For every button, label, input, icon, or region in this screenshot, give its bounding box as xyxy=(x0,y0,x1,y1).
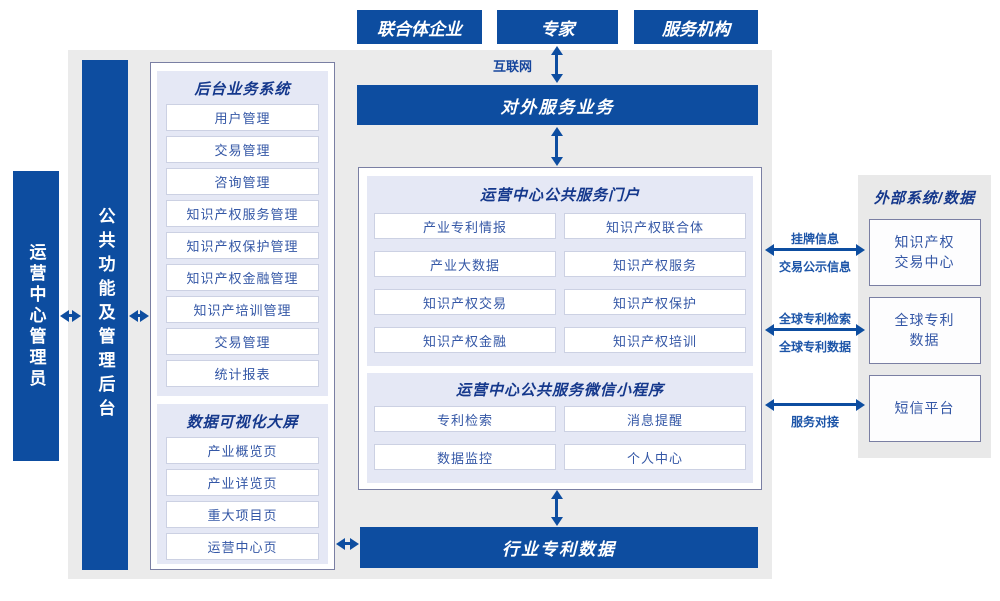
industry-patent-data-bar: 行业专利数据 xyxy=(360,527,758,568)
mini-program-item: 数据监控 xyxy=(374,444,556,470)
public-portal-panel: 运营中心公共服务门户 产业专利情报 知识产权联合体 产业大数据 知识产权服务 知… xyxy=(367,176,753,366)
backend-item: 知识产权保护管理 xyxy=(166,232,319,259)
double-arrow-global-patent-icon xyxy=(773,328,857,331)
backend-item: 交易管理 xyxy=(166,328,319,355)
actor-expert: 专家 xyxy=(497,10,618,44)
actor-service-agency: 服务机构 xyxy=(634,10,758,44)
double-arrow-service-connection-icon xyxy=(773,403,857,406)
external-system-global-patent-data: 全球专利 数据 xyxy=(868,297,981,364)
backend-system-panel: 后台业务系统 用户管理 交易管理 咨询管理 知识产权服务管理 知识产权保护管理 … xyxy=(157,71,328,396)
portal-item: 知识产权联合体 xyxy=(564,213,746,239)
backend-system-list: 用户管理 交易管理 咨询管理 知识产权服务管理 知识产权保护管理 知识产权金融管… xyxy=(157,104,328,387)
link-label-global-patent-search: 全球专利检索 xyxy=(778,312,851,326)
external-system-ip-trade-center: 知识产权 交易中心 xyxy=(868,219,981,286)
link-label-service-connection: 服务对接 xyxy=(790,415,839,429)
dashboard-item: 重大项目页 xyxy=(166,501,319,528)
portal-item: 产业大数据 xyxy=(374,251,556,277)
external-service-bar: 对外服务业务 xyxy=(357,85,758,125)
portal-item: 知识产权金融 xyxy=(374,327,556,353)
external-systems-list: 知识产权 交易中心 全球专利 数据 短信平台 xyxy=(858,219,991,442)
mini-program-title: 运营中心公共服务微信小程序 xyxy=(455,382,664,399)
backend-item: 知识产培训管理 xyxy=(166,296,319,323)
data-dashboard-title: 数据可视化大屏 xyxy=(186,414,299,431)
portal-item: 知识产权服务 xyxy=(564,251,746,277)
double-arrow-internet-icon xyxy=(555,54,558,75)
mini-program-grid: 专利检索 消息提醒 数据监控 个人中心 xyxy=(367,406,753,470)
double-arrow-dashboard-industry-icon xyxy=(344,542,351,545)
double-arrow-portal-industry-icon xyxy=(555,498,558,518)
data-dashboard-panel: 数据可视化大屏 产业概览页 产业详览页 重大项目页 运营中心页 xyxy=(157,404,328,564)
mini-program-item: 个人中心 xyxy=(564,444,746,470)
external-systems-title: 外部系统/数据 xyxy=(873,190,976,207)
link-label-global-patent-data: 全球专利数据 xyxy=(778,340,851,354)
backend-item: 咨询管理 xyxy=(166,168,319,195)
portal-item: 产业专利情报 xyxy=(374,213,556,239)
backend-dashboard-container: 后台业务系统 用户管理 交易管理 咨询管理 知识产权服务管理 知识产权保护管理 … xyxy=(150,62,335,570)
portal-miniprogram-container: 运营中心公共服务门户 产业专利情报 知识产权联合体 产业大数据 知识产权服务 知… xyxy=(358,167,762,490)
backend-item: 用户管理 xyxy=(166,104,319,131)
data-dashboard-list: 产业概览页 产业详览页 重大项目页 运营中心页 xyxy=(157,437,328,560)
backend-item: 交易管理 xyxy=(166,136,319,163)
dashboard-item: 产业概览页 xyxy=(166,437,319,464)
backend-item: 知识产权金融管理 xyxy=(166,264,319,291)
link-label-listing-info: 挂牌信息 xyxy=(790,232,839,246)
double-arrow-platform-backend-icon xyxy=(137,314,141,317)
public-portal-grid: 产业专利情报 知识产权联合体 产业大数据 知识产权服务 知识产权交易 知识产权保… xyxy=(367,213,753,353)
rail-public-function-admin-backend: 公共功能及管理后台 xyxy=(82,60,128,570)
actor-consortium-enterprise: 联合体企业 xyxy=(357,10,482,44)
dashboard-item: 运营中心页 xyxy=(166,533,319,560)
mini-program-item: 专利检索 xyxy=(374,406,556,432)
dashboard-item: 产业详览页 xyxy=(166,469,319,496)
internet-label: 互联网 xyxy=(492,59,532,74)
mini-program-panel: 运营中心公共服务微信小程序 专利检索 消息提醒 数据监控 个人中心 xyxy=(367,373,753,483)
backend-item: 知识产权服务管理 xyxy=(166,200,319,227)
portal-item: 知识产权交易 xyxy=(374,289,556,315)
double-arrow-service-portal-icon xyxy=(555,135,558,158)
link-label-trade-publicity-info: 交易公示信息 xyxy=(778,260,851,274)
portal-item: 知识产权培训 xyxy=(564,327,746,353)
double-arrow-listing-icon xyxy=(773,248,857,251)
backend-system-title: 后台业务系统 xyxy=(194,81,291,98)
double-arrow-admin-platform-icon xyxy=(68,314,73,317)
rail-operation-center-admin: 运营中心管理员 xyxy=(13,171,59,461)
external-systems-panel: 外部系统/数据 知识产权 交易中心 全球专利 数据 短信平台 xyxy=(858,175,991,458)
portal-item: 知识产权保护 xyxy=(564,289,746,315)
public-portal-title: 运营中心公共服务门户 xyxy=(479,187,640,204)
mini-program-item: 消息提醒 xyxy=(564,406,746,432)
backend-item: 统计报表 xyxy=(166,360,319,387)
external-system-sms-platform: 短信平台 xyxy=(868,375,981,442)
